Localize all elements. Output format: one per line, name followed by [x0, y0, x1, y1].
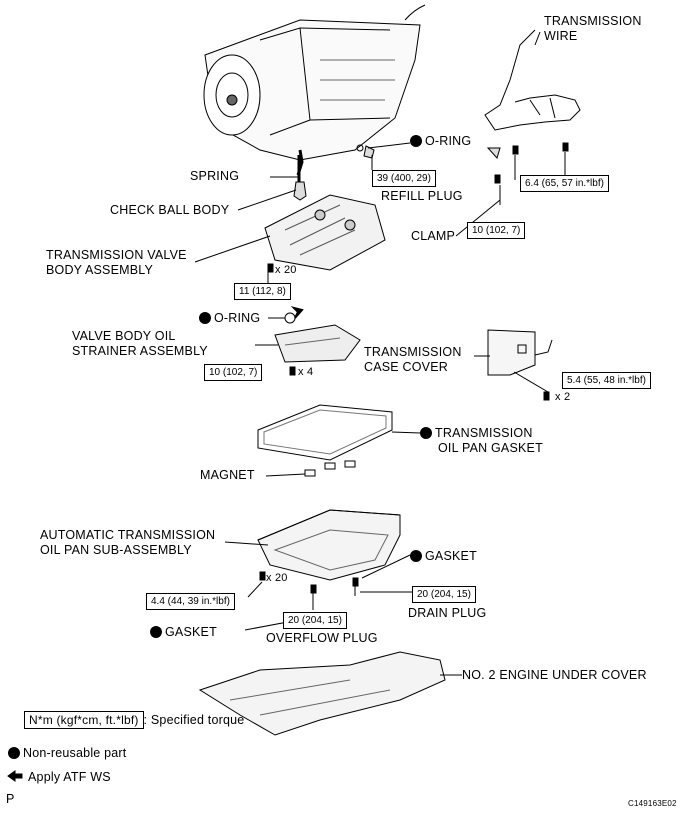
- valve-body-label: TRANSMISSION VALVE BODY ASSEMBLY: [46, 248, 187, 277]
- non-reusable-icon: [8, 747, 20, 759]
- o-ring-upper-label: O-RING: [410, 134, 471, 149]
- torque-case-cover: 5.4 (55, 48 in.*lbf): [562, 372, 651, 389]
- transmission-housing-drawing: [203, 4, 426, 176]
- figure-id: C149163E02: [628, 799, 677, 808]
- non-reusable-icon: [420, 427, 432, 439]
- valve-body-drawing: [264, 194, 386, 271]
- non-reusable-icon: [150, 626, 162, 638]
- oil-pan-label: AUTOMATIC TRANSMISSION OIL PAN SUB-ASSEM…: [40, 528, 216, 557]
- torque-clamp-bolt: 10 (102, 7): [467, 222, 526, 239]
- legend-torque: N*m (kgf*cm, ft.*lbf): Specified torque: [24, 711, 244, 729]
- non-reusable-icon: [199, 312, 211, 324]
- non-reusable-icon: [410, 550, 422, 562]
- legend-non-reusable: Non-reusable part: [8, 746, 126, 761]
- torque-strainer: 10 (102, 7): [204, 364, 263, 381]
- bolts: [259, 142, 569, 594]
- legend-apply-atf: Apply ATF WS: [28, 770, 111, 784]
- drain-plug-label: DRAIN PLUG: [408, 606, 487, 620]
- torque-valve-body: 11 (112, 8): [234, 283, 291, 300]
- check-ball-body-label: CHECK BALL BODY: [110, 203, 230, 217]
- torque-drain: 20 (204, 15): [412, 586, 476, 603]
- check-ball-body-drawing: [293, 181, 307, 201]
- non-reusable-icon: [410, 135, 422, 147]
- gasket-left-label: GASKET: [150, 625, 217, 640]
- refill-plug-label: REFILL PLUG: [381, 189, 463, 203]
- oil-pan-gasket-drawing: [257, 404, 393, 461]
- under-cover-label: NO. 2 ENGINE UNDER COVER: [462, 668, 647, 682]
- qty-valve-body: x 20: [275, 264, 297, 276]
- magnet-drawing: [304, 460, 356, 477]
- o-ring-lower-label: O-RING: [199, 311, 260, 326]
- pan-gasket-label: TRANSMISSION OIL PAN GASKET: [420, 426, 543, 456]
- spring-label: SPRING: [190, 169, 240, 183]
- apply-atf-arrow-icon: [7, 770, 23, 782]
- strainer-label: VALVE BODY OIL STRAINER ASSEMBLY: [72, 329, 208, 358]
- gasket-right-label: GASKET: [410, 549, 477, 564]
- case-cover-drawing: [487, 329, 536, 376]
- torque-oil-pan: 4.4 (44, 39 in.*lbf): [146, 593, 235, 610]
- transmission-wire-drawing: [484, 29, 581, 159]
- case-cover-label: TRANSMISSION CASE COVER: [364, 345, 462, 374]
- qty-oil-pan: x 20: [266, 572, 288, 584]
- qty-case-cover: x 2: [555, 391, 571, 403]
- engine-under-cover-drawing: [198, 651, 446, 736]
- legend-torque-box: N*m (kgf*cm, ft.*lbf): [24, 711, 144, 729]
- magnet-label: MAGNET: [200, 468, 255, 482]
- torque-overflow: 20 (204, 15): [283, 612, 347, 629]
- overflow-plug-label: OVERFLOW PLUG: [266, 631, 378, 645]
- clamp-label: CLAMP: [411, 229, 456, 243]
- page-mark: P: [6, 792, 15, 806]
- oil-strainer-drawing: [274, 324, 361, 363]
- oil-pan-drawing: [257, 509, 401, 581]
- torque-refill: 39 (400, 29): [372, 170, 436, 187]
- qty-strainer: x 4: [298, 366, 314, 378]
- torque-wire-bolt: 6.4 (65, 57 in.*lbf): [520, 175, 609, 192]
- o-ring-lower-drawing: [284, 312, 296, 324]
- transmission-wire-label: TRANSMISSION WIRE: [544, 14, 642, 43]
- atf-arrow-icon: [290, 306, 304, 319]
